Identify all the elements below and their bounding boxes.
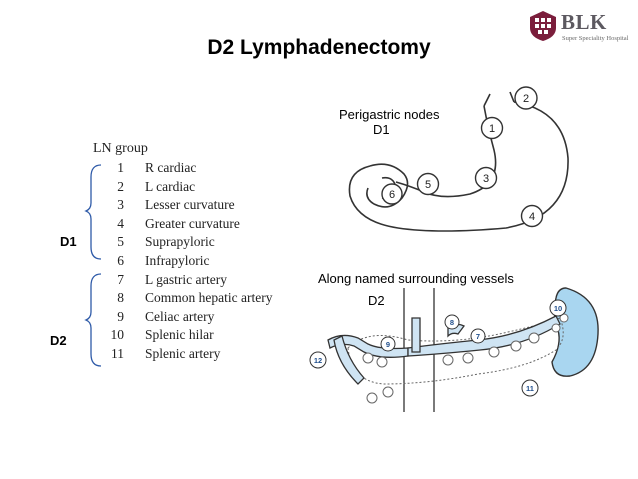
- ln-row-number: 11: [111, 346, 124, 361]
- slide-title: D2 Lymphadenectomy: [207, 36, 431, 59]
- vessel-node-9: 9: [386, 340, 390, 349]
- d2-bracket: [84, 273, 102, 367]
- ln-row-number: 5: [117, 234, 124, 250]
- d1-label: D1: [373, 122, 390, 137]
- ln-table-header: LN group: [93, 141, 148, 156]
- ln-row-number: 4: [117, 215, 124, 231]
- logo-subtitle: Super Speciality Hospital: [562, 35, 629, 42]
- vessel-diagram: 12 9 8 7 10 11: [309, 287, 599, 412]
- d2-label: D2: [368, 293, 385, 308]
- logo-emblem-icon: [530, 11, 556, 41]
- ln-row-number: 2: [117, 178, 124, 194]
- perigastric-label: Perigastric nodes: [339, 107, 440, 122]
- ln-row-number: 3: [117, 197, 124, 213]
- along-vessels-label: Along named surrounding vessels: [318, 271, 514, 286]
- ln-row-name: Common hepatic artery: [145, 290, 273, 306]
- ln-row-number: 8: [117, 290, 124, 306]
- logo-name: BLK: [561, 10, 607, 34]
- stomach-diagram: 2 1 3 4 5 6: [348, 86, 569, 232]
- vessel-node-10: 10: [554, 304, 562, 313]
- ln-row-name: Lesser curvature: [145, 197, 235, 213]
- bracket-label-d2: D2: [50, 333, 67, 348]
- d1-bracket: [84, 164, 102, 260]
- stomach-node-4: 4: [529, 211, 535, 223]
- bracket-label-d1: D1: [60, 234, 77, 249]
- vessel-node-11: 11: [526, 384, 534, 393]
- stomach-node-3: 3: [483, 173, 489, 185]
- ln-row-number: 10: [110, 327, 125, 343]
- ln-row-name: Splenic hilar: [145, 327, 214, 343]
- ln-row-name: R cardiac: [145, 160, 197, 175]
- vessel-node-7: 7: [476, 332, 480, 341]
- stomach-node-2: 2: [523, 93, 529, 105]
- ln-row-number: 7: [117, 271, 124, 287]
- ln-row-name: L cardiac: [145, 178, 196, 194]
- ln-row-name: Celiac artery: [145, 308, 215, 324]
- ln-row-number: 1: [117, 160, 124, 175]
- ln-row-name: Splenic artery: [145, 346, 221, 361]
- vessel-node-12: 12: [314, 356, 322, 365]
- ln-row-number: 6: [117, 253, 124, 268]
- ln-row-name: L gastric artery: [145, 271, 227, 287]
- blk-logo: BLK Super Speciality Hospital: [528, 10, 628, 46]
- stomach-node-1: 1: [489, 123, 495, 135]
- vessel-node-8: 8: [450, 318, 454, 327]
- ln-row-number: 9: [117, 308, 124, 324]
- ln-row-name: Greater curvature: [145, 215, 240, 231]
- ln-row-name: Suprapyloric: [145, 234, 215, 250]
- stomach-node-6: 6: [389, 189, 395, 201]
- ln-row-name: Infrapyloric: [145, 253, 210, 268]
- stomach-node-5: 5: [425, 179, 431, 191]
